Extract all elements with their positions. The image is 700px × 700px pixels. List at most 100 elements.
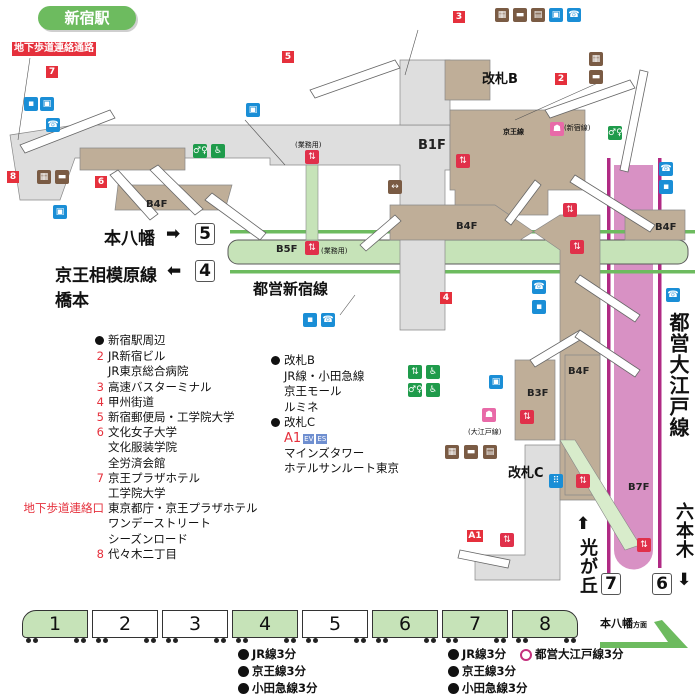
- legend-item: ホテルサンルート東京: [268, 461, 428, 476]
- legend-text: 文化女子大学: [108, 425, 177, 440]
- wheel-icon: [284, 638, 289, 643]
- oedo-track-line-left: [607, 158, 611, 573]
- accessible-restroom-icon: ♿: [211, 144, 225, 158]
- elevator-accessible-icon: ⇅: [408, 365, 422, 379]
- coin-locker-icon: ▪: [303, 313, 317, 327]
- exit-2[interactable]: 2: [555, 73, 567, 85]
- fare-adjustment-icon: ▬: [55, 170, 69, 184]
- shinjuku-track-line-bottom: [230, 270, 695, 274]
- staff-only-note: (業務用): [321, 247, 348, 255]
- transfer-text: JR線3分: [462, 647, 507, 661]
- wheel-icon: [571, 638, 576, 643]
- legend-text: A1: [284, 431, 302, 447]
- legend-exit-number: 8: [96, 546, 104, 561]
- transfer-text: 小田急線3分: [252, 681, 318, 695]
- station-office-icon: ☗: [482, 408, 496, 422]
- legend-bullet: [268, 353, 280, 369]
- arrow-up-icon: ⬆: [576, 514, 591, 534]
- elevator-icon: ⇅: [305, 150, 319, 164]
- legend-text: ルミネ: [284, 399, 319, 414]
- legend-text: 甲州街道: [108, 394, 154, 409]
- legend-item: 全労済会館: [0, 456, 290, 471]
- b3f: [514, 359, 556, 441]
- legend-exit-number: 4: [96, 394, 104, 409]
- arrow-right-icon: ➡: [166, 224, 181, 244]
- legend-text: 高速バスターミナル: [108, 379, 212, 394]
- bullet-icon: [95, 336, 104, 345]
- wheel-icon: [431, 638, 436, 643]
- legend-text: JR線・小田急線: [284, 369, 365, 384]
- oedo-ring-icon: [520, 648, 532, 661]
- wheel-icon: [221, 638, 226, 643]
- legend-item: 京王モール: [268, 384, 428, 399]
- train-car-7[interactable]: 7: [442, 610, 508, 638]
- escalator: [149, 164, 204, 216]
- train-car-6[interactable]: 6: [372, 610, 438, 638]
- coin-locker-icon: ▪: [24, 97, 38, 111]
- exit-7[interactable]: 7: [46, 66, 58, 78]
- phone-icon: ☎: [659, 162, 673, 176]
- escalator: [574, 274, 641, 323]
- legend-text: 京王プラザホテル: [108, 470, 200, 485]
- train-car-4[interactable]: 4: [232, 610, 298, 638]
- transfer-oedo-text: 都営大江戸線3分: [535, 647, 624, 661]
- phone-icon: ☎: [321, 313, 335, 327]
- legend-item: 地下歩道連絡口東京都庁・京王プラザホテル: [0, 501, 290, 516]
- legend-text: JR東京総合病院: [108, 364, 189, 379]
- direction-arrow-icon: [600, 620, 688, 648]
- legend-text: 改札B: [284, 353, 315, 367]
- elevator-icon: ⇅: [563, 203, 577, 217]
- train-car-1[interactable]: 1: [22, 610, 88, 638]
- exit-a1[interactable]: A1: [467, 530, 483, 542]
- train-car-5[interactable]: 5: [302, 610, 368, 638]
- legend-item: 8 代々木二丁目: [0, 547, 290, 562]
- wheel-icon: [501, 638, 506, 643]
- arrow-down-icon: ⬇: [677, 570, 692, 590]
- underground-passage-label: 地下歩道連絡通路: [12, 42, 96, 56]
- exit-3[interactable]: 3: [453, 11, 465, 23]
- train-direction-name: 本八幡: [600, 617, 633, 630]
- elevator-icon: ⇅: [637, 538, 651, 552]
- exit-5[interactable]: 5: [282, 51, 294, 63]
- train-car-2[interactable]: 2: [92, 610, 158, 638]
- legend-item: JR線・小田急線: [268, 369, 428, 384]
- train-car-3[interactable]: 3: [162, 610, 228, 638]
- track-5-badge: 5: [195, 223, 215, 245]
- transfer-item: 京王線3分: [238, 663, 318, 680]
- bullet-icon: [448, 649, 459, 660]
- exit-8[interactable]: 8: [7, 171, 19, 183]
- escalator: [574, 329, 641, 378]
- escalator: [504, 179, 542, 226]
- ticket-machine-icon: ▦: [495, 8, 509, 22]
- legend-text: ホテルサンルート東京: [284, 461, 399, 476]
- floor-b4f-center: B4F: [456, 221, 478, 232]
- train-direction-label: 本八幡方面: [600, 615, 647, 631]
- keio-line-note: 京王線: [503, 128, 524, 136]
- track-6-badge: 6: [652, 573, 672, 595]
- wheel-icon: [103, 638, 108, 643]
- train-car-8[interactable]: 8: [512, 610, 578, 638]
- floor-b4f-left: B4F: [146, 199, 168, 210]
- legend-item: ルミネ: [268, 400, 428, 415]
- bullet-icon: [271, 417, 280, 427]
- transfer-item: 京王線3分: [448, 663, 528, 680]
- coin-locker-icon: ▪: [532, 300, 546, 314]
- bullet-icon: [238, 649, 249, 660]
- wheel-icon: [243, 638, 248, 643]
- escalator: [204, 192, 267, 241]
- direction-motoyawata: 本八幡: [104, 229, 155, 249]
- exit-4[interactable]: 4: [440, 292, 452, 304]
- legend-text: 代々木二丁目: [108, 546, 177, 561]
- wheel-icon: [291, 638, 296, 643]
- wheel-icon: [74, 638, 79, 643]
- bullet-icon: [448, 666, 459, 677]
- exit-6[interactable]: 6: [95, 176, 107, 188]
- legend-item: 文化服装学院: [0, 440, 290, 455]
- accessible-restroom-icon: ♿: [426, 383, 440, 397]
- legend-exit-number: [0, 456, 104, 471]
- fare-adjustment-icon: ▬: [513, 8, 527, 22]
- locker-icon: ▣: [246, 103, 260, 117]
